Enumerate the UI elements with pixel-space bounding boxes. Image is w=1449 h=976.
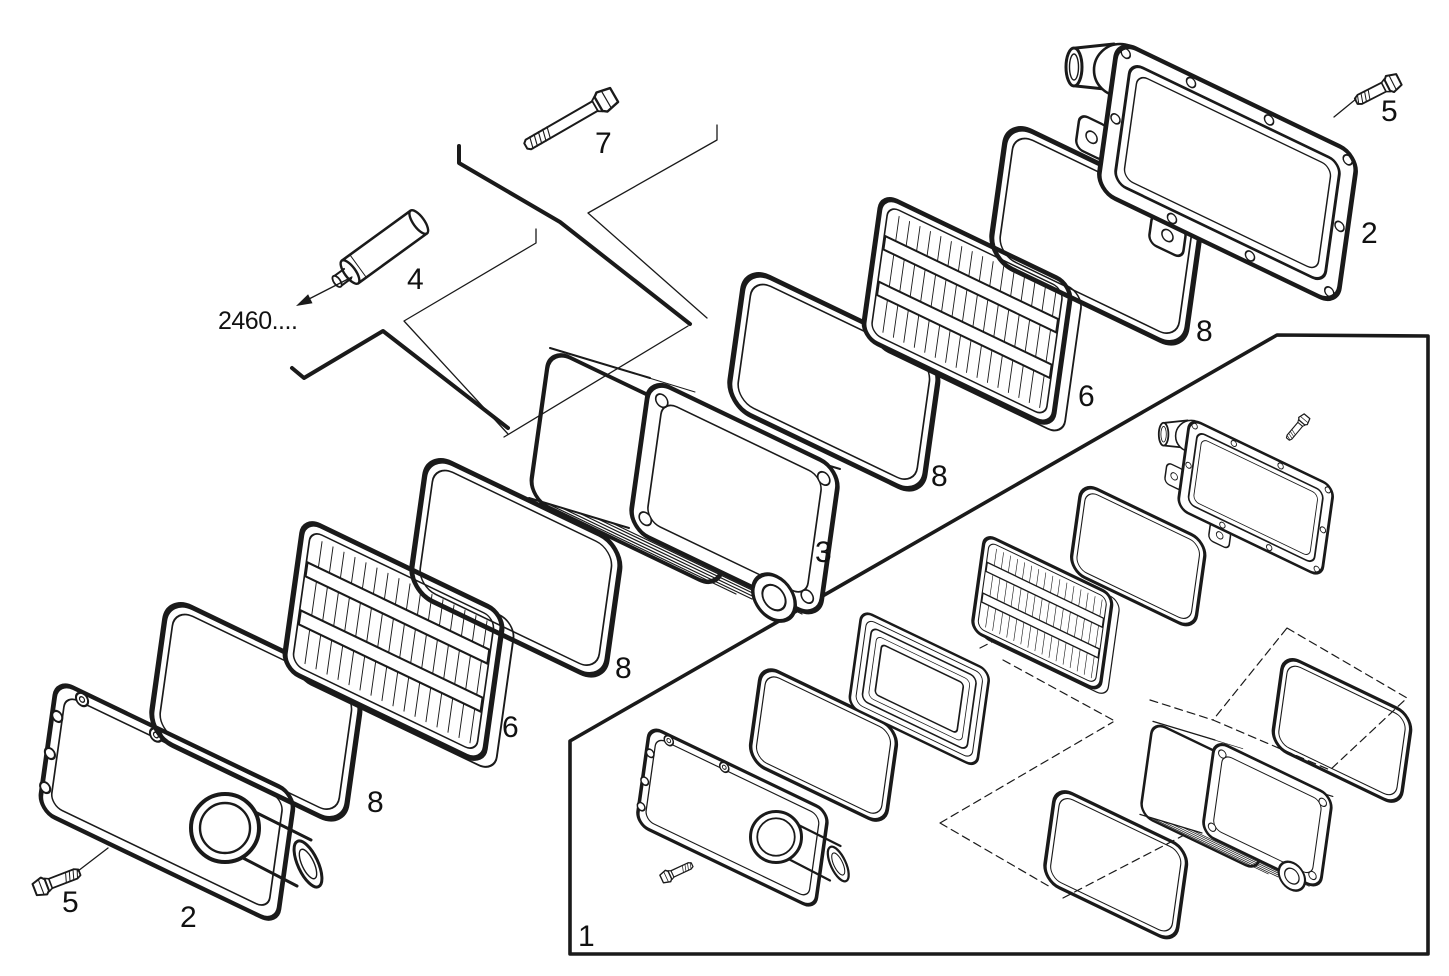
- callout-bolt-upper: 5: [1381, 95, 1398, 128]
- reference-code: 2460....: [218, 307, 297, 335]
- callout-gasket-left-outer: 8: [367, 786, 384, 819]
- callout-gasket-right-inner: 8: [931, 460, 948, 493]
- housing-leader-line: [503, 325, 689, 438]
- callout-filter-left: 6: [502, 711, 519, 744]
- callout-kit-box: 1: [578, 920, 595, 953]
- callout-stud: 4: [407, 263, 424, 296]
- kit-filter-back: [847, 608, 992, 769]
- callout-filter-right: 6: [1078, 380, 1095, 413]
- separator-lines: [290, 144, 692, 430]
- ref-arrow: [296, 276, 353, 306]
- callout-cover-lower: 2: [180, 901, 197, 934]
- kit-box-outline: [568, 333, 1430, 956]
- callout-cover-upper: 2: [1361, 217, 1378, 250]
- part-filter-left: [283, 518, 516, 773]
- callout-gasket-left-inner: 8: [615, 652, 632, 685]
- part-cover-upper: [1066, 28, 1358, 332]
- kit-dashed-axes: [939, 606, 1408, 899]
- callout-housing: 3: [815, 536, 832, 569]
- kit-filter: [969, 532, 1123, 699]
- kit-bolt-lower: [658, 858, 696, 886]
- leader-lines: [77, 98, 1357, 872]
- callout-gasket-right-outer: 8: [1196, 315, 1213, 348]
- callout-bolt-long: 7: [595, 127, 612, 160]
- callout-bolt-lower: 5: [62, 886, 79, 919]
- kit-cover-upper: [1157, 409, 1336, 595]
- kit-bolt-upper: [1282, 412, 1312, 444]
- part-cover-lower: [37, 679, 328, 924]
- part-housing: [529, 348, 840, 640]
- part-filter-right: [862, 194, 1084, 436]
- kit-housing: [1138, 720, 1335, 904]
